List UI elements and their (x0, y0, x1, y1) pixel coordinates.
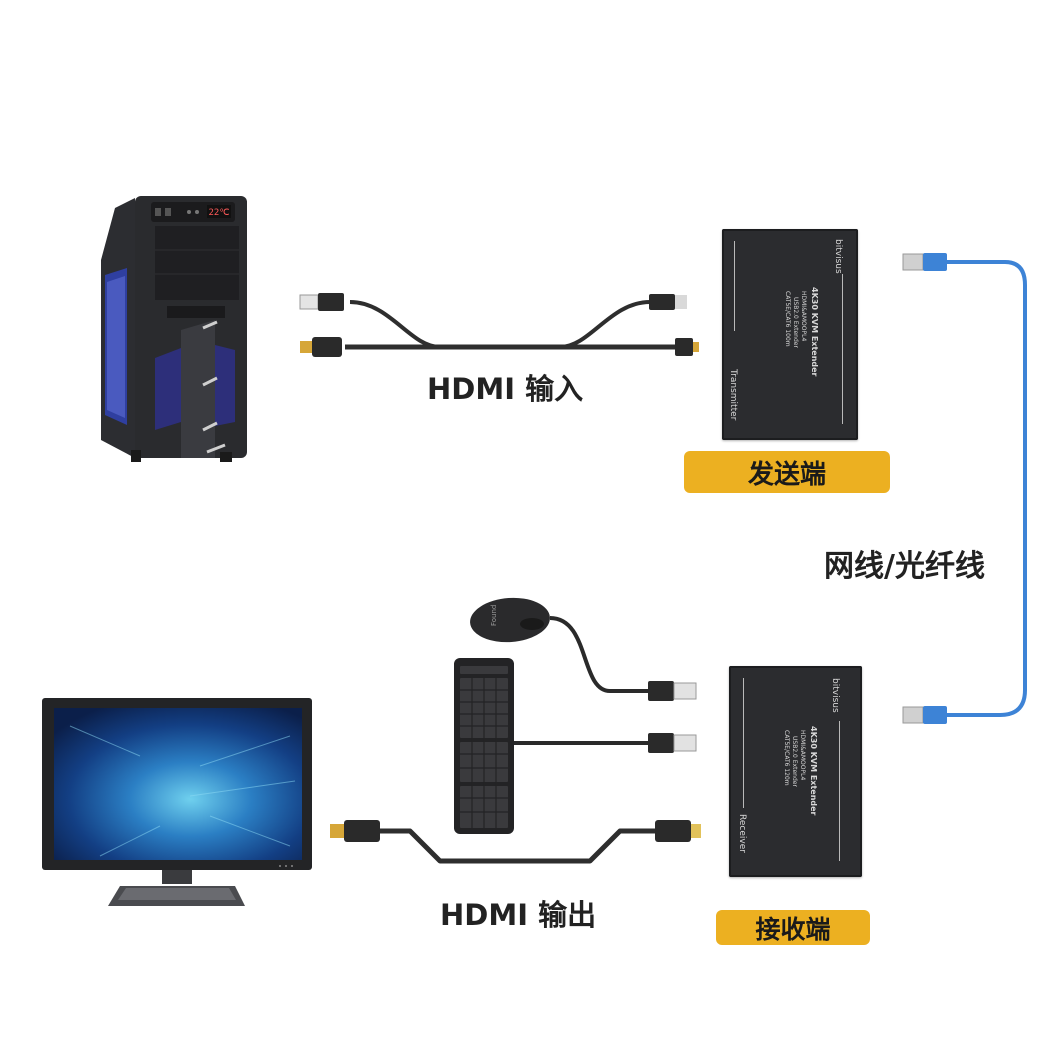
transmitter-brand: bitvisus (833, 239, 843, 274)
pc-tower: 22℃ (101, 196, 247, 462)
receiver-badge: 接收端 (716, 910, 870, 945)
hdmi-connector (300, 341, 312, 353)
receiver-spec-2: USB2.0 Extender (791, 736, 798, 787)
temp-display: 22℃ (209, 208, 230, 218)
transmitter-spec-3: CAT5E/CAT6 100m (784, 291, 791, 347)
receiver-device: bitvisus 4K30 KVM Extender HDMI&AMOOPL4 … (729, 666, 862, 877)
receiver-spec-1: HDMI&AMOOPL4 (799, 730, 806, 781)
transmitter-spec-1: HDMI&AMOOPL4 (800, 291, 807, 342)
transmitter-device: bitvisus 4K30 KVM Extender HDMI&AMOOPL4 … (722, 229, 858, 440)
receiver-model: 4K30 KVM Extender (809, 726, 818, 816)
hdmi-input-label: HDMI 输入 (427, 372, 584, 406)
mouse-brand: Found (490, 605, 498, 626)
keyboard (454, 658, 697, 834)
transmitter-role: Transmitter (728, 369, 738, 421)
receiver-spec-3: CAT5E/CAT6 120m (783, 730, 790, 786)
network-cable (902, 253, 1027, 724)
receiver-brand: bitvisus (830, 678, 840, 713)
transmitter-model: 4K30 KVM Extender (810, 287, 819, 377)
transmitter-badge: 发送端 (684, 451, 890, 493)
hdmi-connector-right (655, 820, 701, 842)
hdmi-input-cable (299, 293, 699, 357)
transmitter-spec-2: USB2.0 Extender (792, 297, 799, 348)
usb-a-connector (299, 294, 319, 310)
receiver-role: Receiver (737, 814, 747, 853)
usb-a-connector (673, 682, 697, 700)
mouse: Found (470, 597, 697, 701)
usb-a-connector (673, 734, 697, 752)
hdmi-connector-left (330, 820, 380, 842)
rj45-connector-bottom (902, 706, 947, 724)
usb-b-connector (675, 295, 687, 309)
monitor (42, 698, 312, 906)
hdmi-output-cable (330, 820, 701, 864)
hdmi-output-label: HDMI 输出 (440, 898, 597, 932)
rj45-connector-top (902, 253, 947, 271)
network-cable-label: 网线/光纤线 (824, 549, 985, 584)
